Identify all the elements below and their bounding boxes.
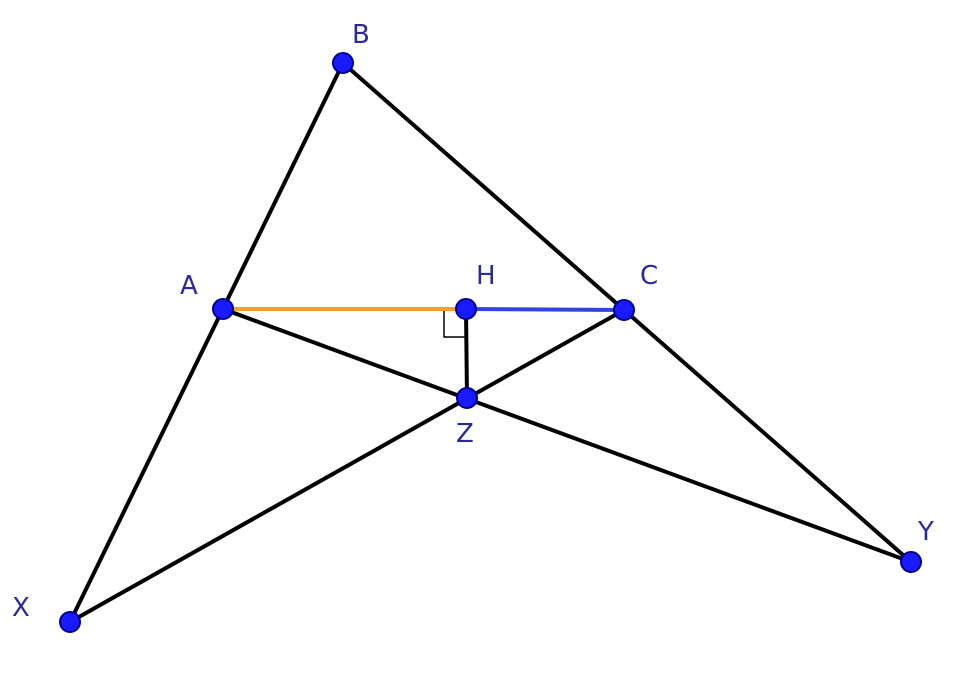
points-layer	[59, 52, 922, 633]
segments-layer	[68, 61, 913, 624]
point-label-x: X	[12, 593, 30, 623]
point-h	[455, 298, 477, 320]
segment-hc	[464, 307, 626, 312]
right-angle-marker	[443, 311, 466, 338]
right-angle-marker-layer	[443, 311, 466, 338]
point-label-b: B	[352, 20, 370, 50]
point-c	[613, 299, 635, 321]
segment-bx	[68, 61, 345, 624]
point-b	[332, 52, 354, 74]
point-label-y: Y	[917, 517, 934, 547]
point-label-z: Z	[456, 419, 474, 449]
labels-layer: B A H C Z X Y	[12, 20, 934, 623]
point-z	[456, 387, 478, 409]
point-label-a: A	[180, 271, 198, 301]
segment-ay	[221, 307, 913, 564]
point-x	[59, 611, 81, 633]
segment-xc	[68, 308, 626, 624]
point-y	[900, 551, 922, 573]
point-label-c: C	[640, 261, 658, 291]
point-label-h: H	[476, 261, 496, 291]
point-a	[212, 298, 234, 320]
segment-hz	[464, 307, 469, 400]
